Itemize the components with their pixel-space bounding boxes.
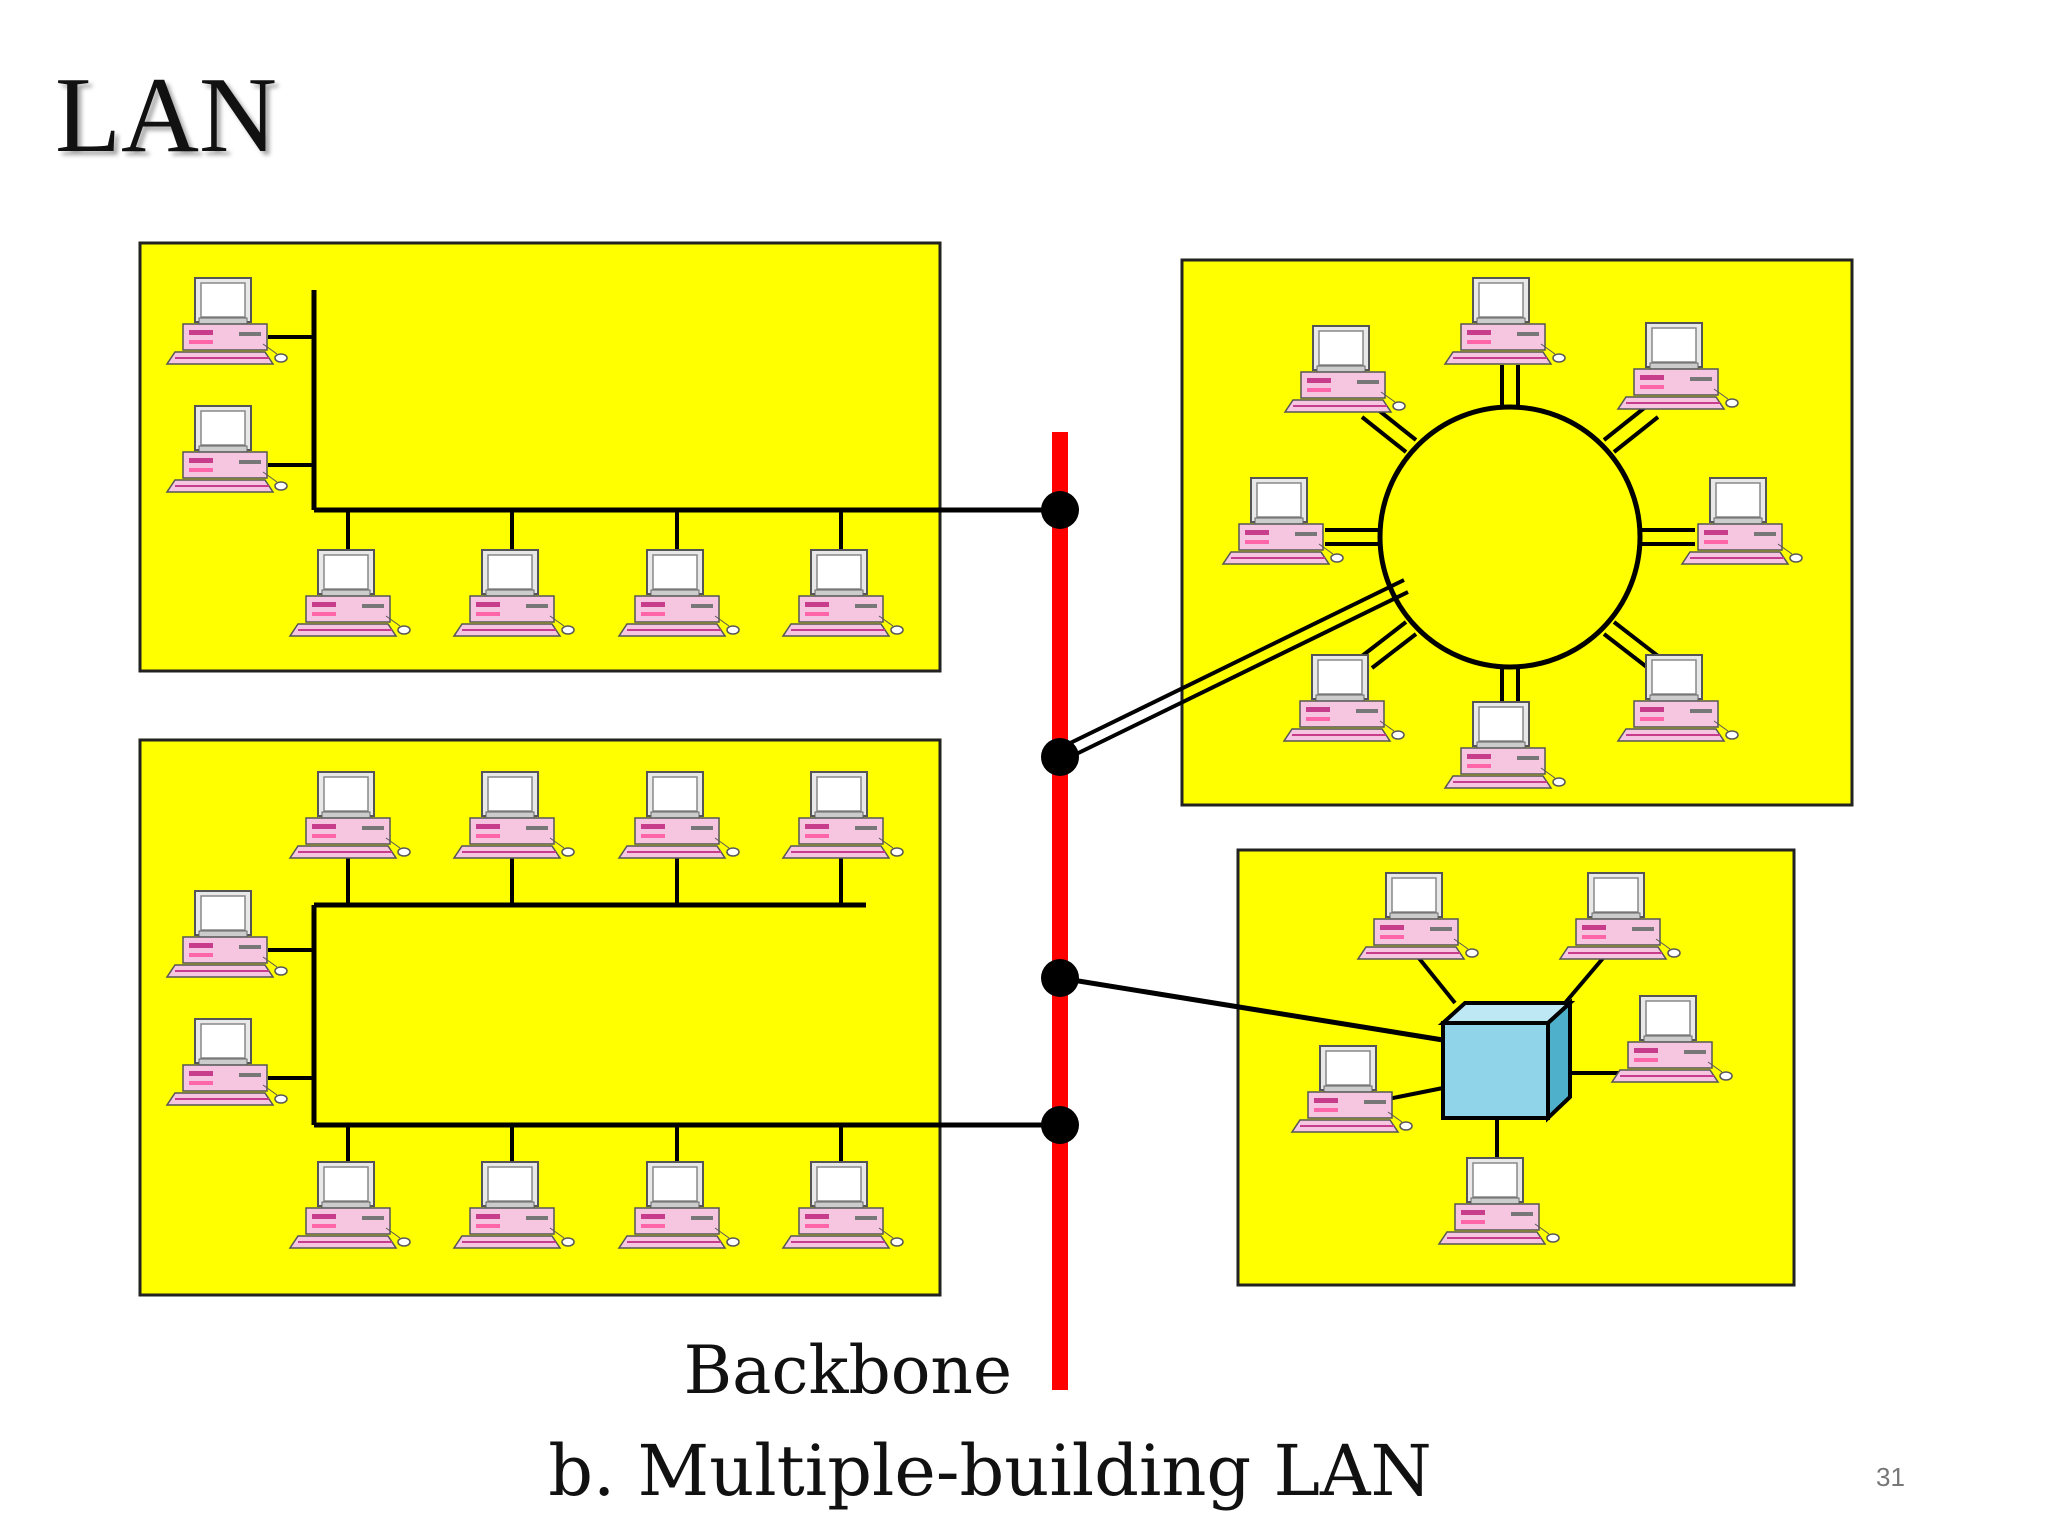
building-top-right-ring <box>1180 258 1854 807</box>
backbone-taps <box>1041 491 1079 1144</box>
building-bottom-right-star <box>1236 848 1796 1287</box>
hub-icon <box>1437 998 1576 1123</box>
ring <box>1377 404 1643 670</box>
page-number: 31 <box>1876 1462 1905 1492</box>
backbone-links <box>1059 578 1444 1043</box>
slide-title: LAN <box>55 56 277 175</box>
backbone-line <box>1052 432 1068 1390</box>
building-bottom-left-bus <box>138 738 1060 1297</box>
backbone-label: Backbone <box>684 1332 1012 1409</box>
diagram-caption: b. Multiple-building LAN <box>548 1430 1432 1512</box>
building-top-left-bus <box>138 241 1060 673</box>
